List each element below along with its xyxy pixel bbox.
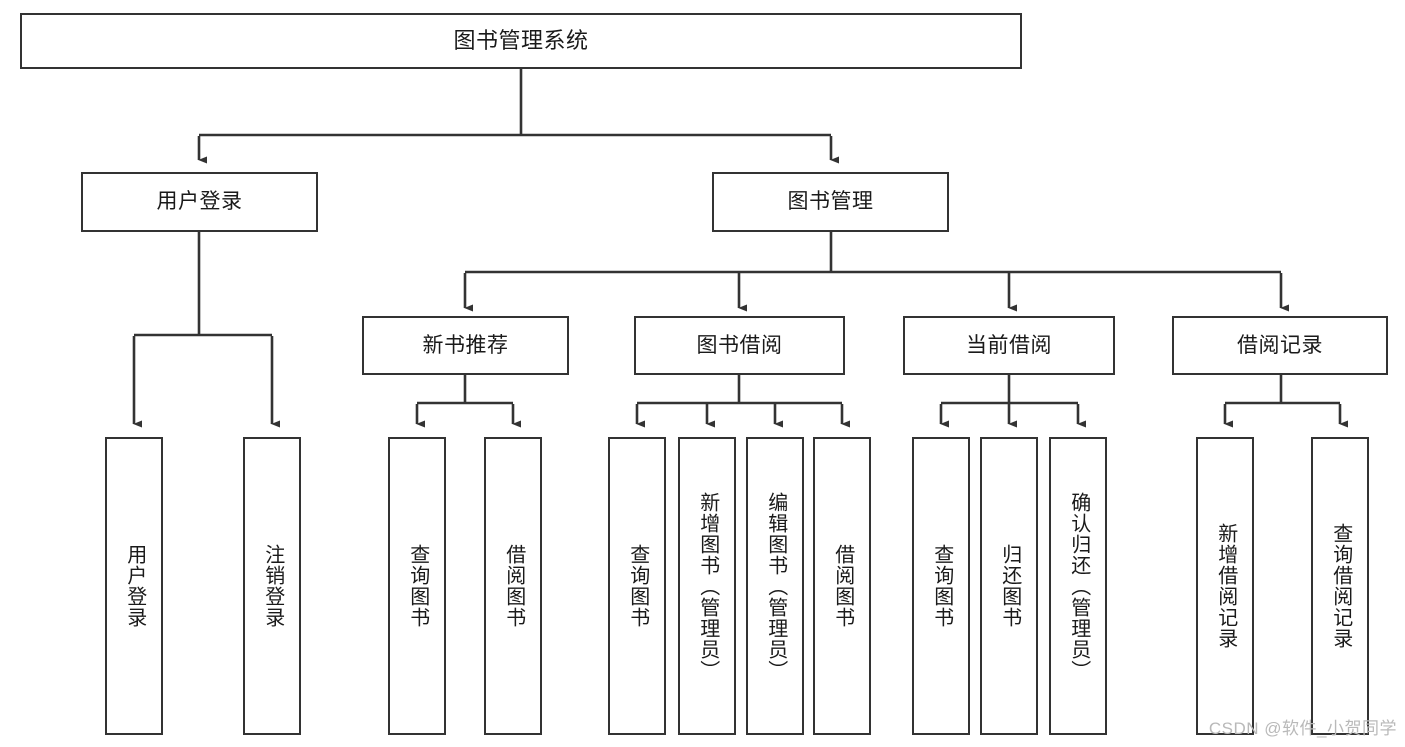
csdn-watermark: CSDN @软件_小贺同学 xyxy=(1208,719,1397,738)
leaf-user-login[interactable]: 用户登录 xyxy=(105,437,163,735)
leaf-borrow-book-label: 借阅图书 xyxy=(831,544,854,628)
leaf-query-book-current[interactable]: 查询图书 xyxy=(912,437,970,735)
node-new-book-recommend[interactable]: 新书推荐 xyxy=(362,316,569,375)
leaf-logout[interactable]: 注销登录 xyxy=(243,437,301,735)
node-book-borrow[interactable]: 图书借阅 xyxy=(634,316,845,375)
node-book-management-label: 图书管理 xyxy=(787,190,874,214)
leaf-query-book-current-label: 查询图书 xyxy=(930,544,953,628)
node-new-book-recommend-label: 新书推荐 xyxy=(422,333,509,357)
leaf-add-book-admin[interactable]: 新增图书（管理员） xyxy=(678,437,736,735)
node-current-borrow-label: 当前借阅 xyxy=(966,333,1052,357)
node-borrow-record[interactable]: 借阅记录 xyxy=(1172,316,1388,375)
node-book-borrow-label: 图书借阅 xyxy=(696,333,783,357)
node-current-borrow[interactable]: 当前借阅 xyxy=(903,316,1115,375)
node-user-login-label: 用户登录 xyxy=(156,190,243,214)
leaf-borrow-book-recommend-label: 借阅图书 xyxy=(502,544,525,628)
leaf-edit-book-admin-label: 编辑图书（管理员） xyxy=(764,491,787,681)
leaf-confirm-return-admin-label: 确认归还（管理员） xyxy=(1067,491,1090,681)
leaf-confirm-return-admin[interactable]: 确认归还（管理员） xyxy=(1049,437,1107,735)
leaf-query-borrow-record-label: 查询借阅记录 xyxy=(1329,523,1352,649)
leaf-query-book-borrow[interactable]: 查询图书 xyxy=(608,437,666,735)
leaf-add-book-admin-label: 新增图书（管理员） xyxy=(696,491,719,681)
leaf-user-login-label: 用户登录 xyxy=(123,544,146,628)
leaf-query-book-recommend-label: 查询图书 xyxy=(406,544,429,628)
node-root-label: 图书管理系统 xyxy=(453,27,589,53)
leaf-add-borrow-record-label: 新增借阅记录 xyxy=(1214,523,1237,649)
node-book-management[interactable]: 图书管理 xyxy=(712,172,949,232)
leaf-return-book[interactable]: 归还图书 xyxy=(980,437,1038,735)
leaf-return-book-label: 归还图书 xyxy=(998,544,1021,628)
node-borrow-record-label: 借阅记录 xyxy=(1237,333,1323,357)
leaf-query-borrow-record[interactable]: 查询借阅记录 xyxy=(1311,437,1369,735)
connector-userlogin-to-leaves xyxy=(132,232,281,428)
connector-bookborrow-to-leaves xyxy=(635,375,851,428)
leaf-query-book-borrow-label: 查询图书 xyxy=(626,544,649,628)
connector-bookmgmt-to-level3 xyxy=(463,232,1290,312)
node-user-login[interactable]: 用户登录 xyxy=(81,172,318,232)
leaf-edit-book-admin[interactable]: 编辑图书（管理员） xyxy=(746,437,804,735)
connector-currentborrow-to-leaves xyxy=(939,375,1087,428)
leaf-logout-label: 注销登录 xyxy=(261,544,284,628)
node-root-book-management-system[interactable]: 图书管理系统 xyxy=(20,13,1022,69)
leaf-borrow-book[interactable]: 借阅图书 xyxy=(813,437,871,735)
connector-borrowrecord-to-leaves xyxy=(1223,375,1349,428)
connector-root-to-level2 xyxy=(197,69,840,164)
leaf-borrow-book-recommend[interactable]: 借阅图书 xyxy=(484,437,542,735)
leaf-add-borrow-record[interactable]: 新增借阅记录 xyxy=(1196,437,1254,735)
connector-newbook-to-leaves xyxy=(415,375,522,428)
leaf-query-book-recommend[interactable]: 查询图书 xyxy=(388,437,446,735)
